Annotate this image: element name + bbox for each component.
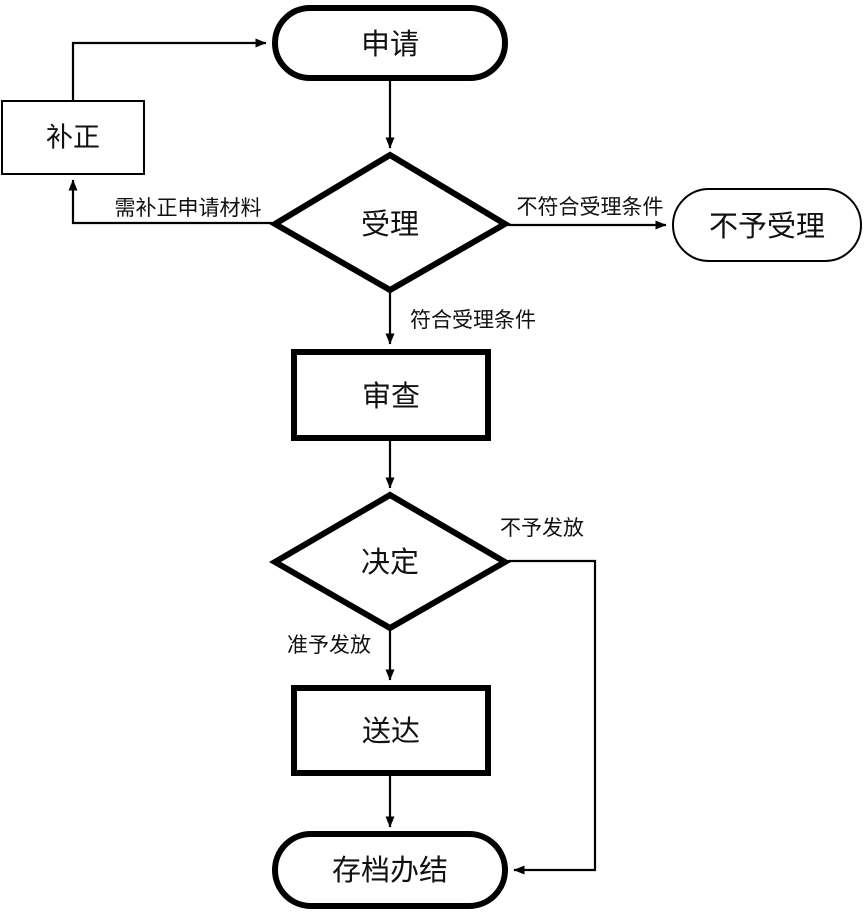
edge-accept-to-reject: 不符合受理条件: [508, 195, 667, 230]
node-review-label: 审查: [362, 379, 420, 413]
node-accept[interactable]: 受理: [269, 151, 511, 294]
node-decide-label: 决定: [361, 545, 419, 579]
edge-supplement-to-apply: [71, 38, 267, 100]
edge-decide-to-archive: 不予发放: [500, 516, 597, 875]
edge-decide-to-deliver: 准予发放: [287, 630, 395, 681]
node-apply[interactable]: 申请: [272, 5, 508, 81]
node-supplement[interactable]: 补正: [1, 100, 145, 175]
edge-accept-to-supplement: 需补正申请材料: [68, 179, 272, 225]
node-reject-accept[interactable]: 不予受理: [672, 188, 862, 262]
node-accept-label: 受理: [361, 207, 419, 241]
node-supplement-label: 补正: [46, 123, 100, 154]
node-decide[interactable]: 决定: [269, 491, 511, 632]
node-deliver-label: 送达: [362, 714, 420, 748]
node-apply-label: 申请: [361, 27, 419, 61]
node-review[interactable]: 审查: [291, 349, 491, 441]
edge-label-need-supplement: 需补正申请材料: [115, 196, 262, 220]
node-deliver[interactable]: 送达: [291, 685, 491, 776]
node-reject-accept-label: 不予受理: [709, 209, 825, 243]
node-archive-label: 存档办结: [332, 853, 448, 887]
edge-label-not-meet-conditions: 不符合受理条件: [517, 195, 664, 219]
edge-label-meets-conditions: 符合受理条件: [410, 308, 536, 332]
edge-accept-to-review: 符合受理条件: [385, 292, 536, 345]
edge-label-approved: 准予发放: [287, 633, 371, 657]
edge-label-not-issued: 不予发放: [500, 516, 584, 540]
node-archive[interactable]: 存档办结: [272, 831, 508, 909]
